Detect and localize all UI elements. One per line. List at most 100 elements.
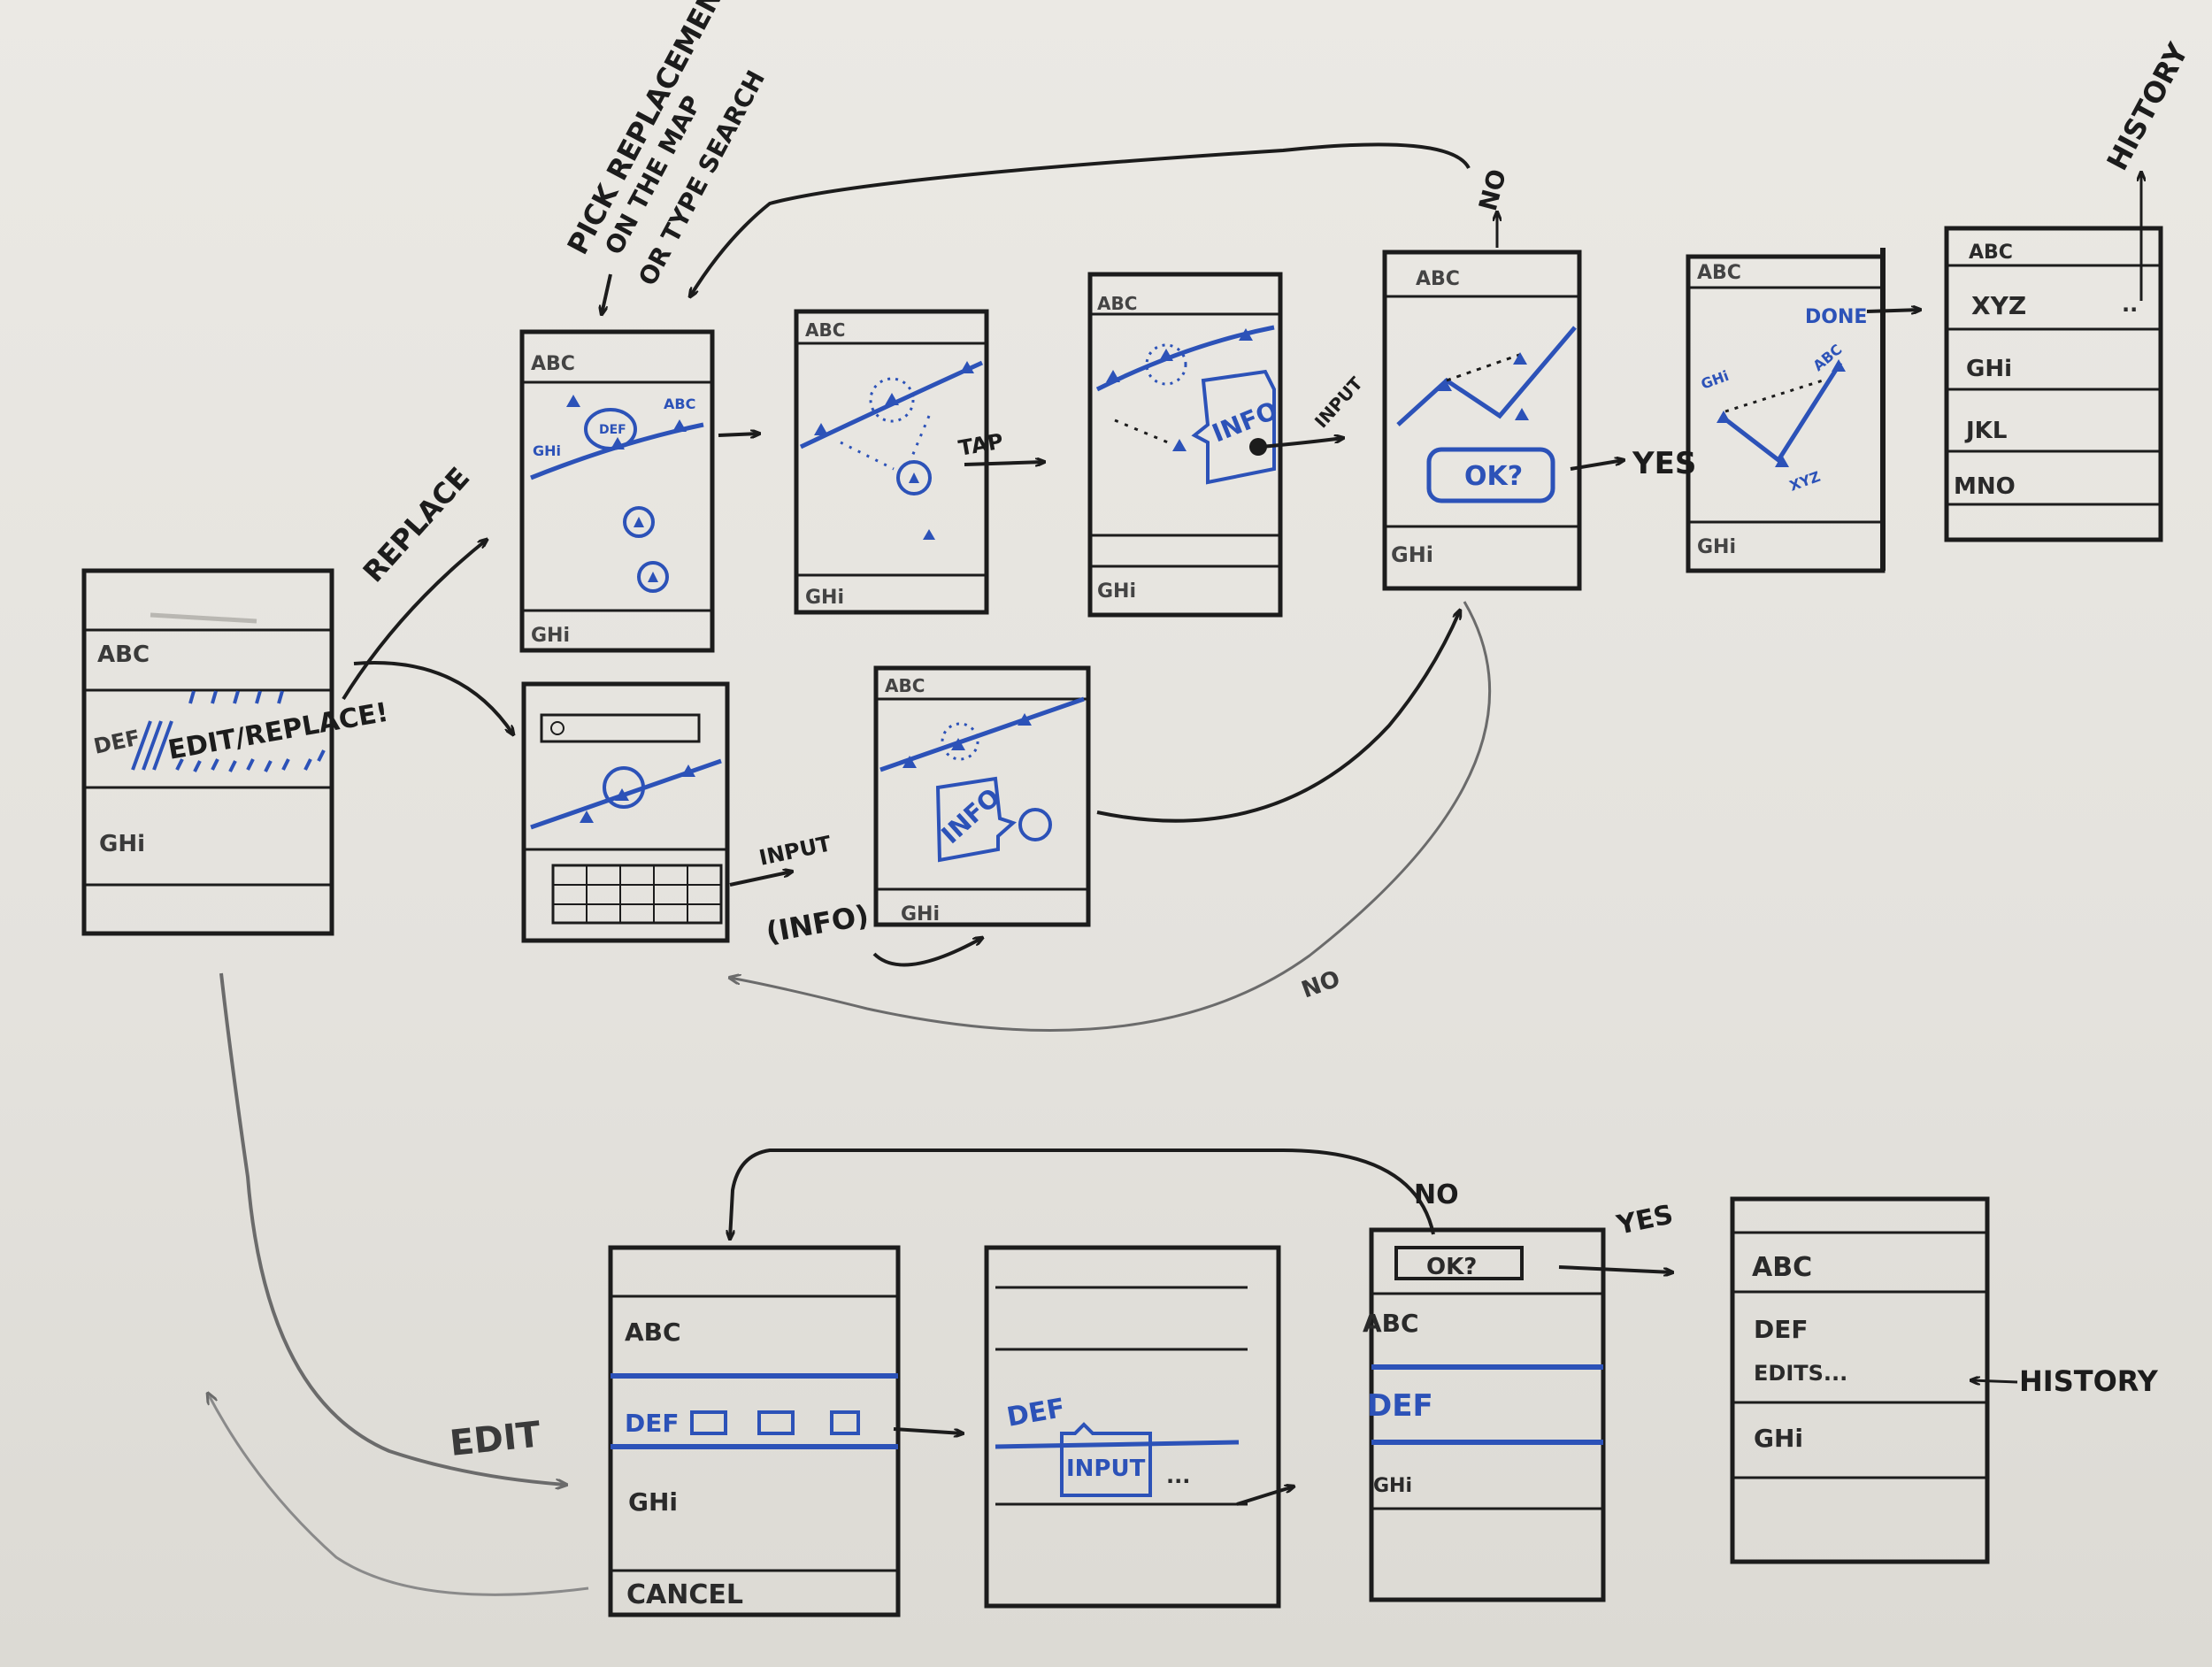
label-no-bottom: NO — [1414, 1179, 1459, 1210]
annotation-pick-replacement: PICK REPLACEMENT ON THE MAP OR TYPE SEAR… — [561, 0, 771, 314]
screen-frame — [794, 309, 989, 615]
bottom-label: GHi — [1391, 542, 1433, 567]
label-replace: REPLACE — [357, 461, 477, 589]
label-input-lower: INPUT — [757, 831, 833, 871]
list-item: GHi — [1966, 356, 2012, 382]
screen-frame — [521, 681, 730, 943]
arrow-no-back — [690, 142, 1471, 296]
arrow-no-mid — [730, 601, 1492, 1032]
screen-frame — [1369, 1227, 1606, 1602]
bottom-label: GHi — [805, 587, 844, 609]
screen-map2: ABC GHi — [794, 309, 989, 615]
top-label: ABC — [1697, 262, 1741, 284]
label-yes-top: YES — [1632, 446, 1696, 481]
info-bubble: INFO — [936, 782, 1006, 849]
arrow-replace — [342, 540, 487, 701]
cancel-button[interactable]: CANCEL — [626, 1579, 743, 1610]
edit-replace-note: EDIT/REPLACE! — [165, 697, 390, 766]
stop-label: ABC — [664, 396, 695, 412]
edit-field[interactable] — [690, 1410, 727, 1435]
bottom-label: GHi — [1097, 580, 1136, 603]
stop-label: GHi — [1699, 367, 1732, 393]
search-icon — [550, 721, 565, 735]
label-yes-bottom: YES — [1613, 1199, 1676, 1241]
screen-frame — [608, 1245, 901, 1617]
search-input[interactable] — [540, 713, 701, 743]
screen-map1: ABC GHi DEF GHi ABC — [519, 329, 715, 653]
list-item: GHi — [1373, 1475, 1412, 1497]
info-bubble: INFO — [1208, 396, 1282, 448]
top-label: ABC — [1097, 293, 1137, 314]
screen-frame — [519, 329, 715, 653]
bottom-label: GHi — [1697, 536, 1736, 558]
label-info-paren: (INFO) — [764, 898, 872, 949]
screen-list-final: ABC XYZ GHi JKL MNO .. — [1944, 173, 2163, 542]
label-no-top: NO — [1473, 166, 1512, 214]
label-input-upper: INPUT — [1310, 373, 1367, 432]
screen-edit3: OK? ABC DEF GHi — [1363, 1227, 1606, 1602]
screen-frame — [81, 568, 334, 936]
screen-frame — [873, 665, 1091, 927]
top-label: ABC — [531, 353, 575, 375]
arrow-no-bottom — [730, 1148, 1435, 1239]
screen-frame — [1686, 254, 1886, 573]
bottom-label: GHi — [901, 903, 940, 926]
arrow-info-to-confirm — [1096, 611, 1460, 823]
ok-prompt: OK? — [1426, 1254, 1477, 1280]
list-item-selected: DEF — [1367, 1388, 1433, 1424]
arrow-edit — [219, 972, 566, 1485]
list-item: ABC — [1752, 1252, 1812, 1283]
input-popover[interactable] — [1060, 1422, 1152, 1497]
more-dots: ... — [1166, 1463, 1190, 1488]
ok-dialog[interactable] — [1394, 1246, 1524, 1280]
arrow-cancel-back — [208, 1394, 589, 1596]
list-item-edits[interactable]: EDITS... — [1754, 1361, 1847, 1386]
screen-search — [521, 681, 730, 943]
screen-frame — [984, 1245, 1281, 1609]
done-button[interactable]: DONE — [1805, 306, 1867, 328]
list-item: ABC — [625, 1317, 681, 1347]
screen-done-map: ABC GHi DONE GHi ABC XYZ — [1686, 248, 1886, 573]
list-item: GHi — [628, 1487, 678, 1517]
screen-start: ABC DEF EDIT/REPLACE! GHi — [81, 568, 391, 936]
edit-field[interactable] — [757, 1410, 795, 1435]
label-history-bottom: HISTORY — [2019, 1364, 2159, 1398]
list-item: ABC — [1969, 242, 2013, 264]
stop-label: GHi — [533, 442, 561, 459]
stop-label: XYZ — [1787, 468, 1823, 495]
input-label: INPUT — [1066, 1456, 1146, 1482]
list-item: DEF — [1754, 1315, 1809, 1344]
ok-prompt: OK? — [1464, 461, 1523, 492]
stop-label: DEF — [599, 423, 626, 437]
more-dots: .. — [2122, 292, 2138, 317]
row-label-selected: DEF — [91, 726, 142, 759]
screen-confirm: ABC GHi OK? — [1382, 250, 1582, 591]
label-tap: TAP — [956, 429, 1005, 461]
list-item: GHi — [1754, 1424, 1803, 1453]
edit-field[interactable] — [830, 1410, 860, 1435]
row-label: GHi — [99, 831, 145, 857]
screen-edit2: DEF INPUT ... — [984, 1245, 1281, 1609]
top-label: ABC — [885, 675, 925, 696]
list-item-selected: DEF — [1004, 1393, 1067, 1433]
arrow-to-search — [353, 661, 513, 734]
top-label: ABC — [805, 319, 845, 341]
screen-edit4: ABC DEF EDITS... GHi — [1730, 1196, 1990, 1564]
keyboard[interactable] — [551, 864, 723, 925]
label-history-top: HISTORY — [2101, 37, 2196, 176]
row-label: ABC — [97, 641, 150, 668]
top-label: ABC — [1416, 268, 1460, 290]
label-no-mid: NO — [1298, 965, 1343, 1003]
list-item: MNO — [1954, 473, 2016, 500]
list-item: JKL — [1964, 418, 2007, 444]
label-edit: EDIT — [448, 1414, 543, 1464]
screen-map3: ABC GHi INFO — [1087, 272, 1283, 618]
screen-frame — [1382, 250, 1582, 591]
screen-edit1: ABC DEF GHi CANCEL — [608, 1245, 901, 1617]
screen-info-map: ABC GHi INFO — [873, 665, 1091, 927]
bottom-label: GHi — [531, 625, 570, 647]
list-item: XYZ — [1971, 291, 2026, 320]
list-item-selected: DEF — [625, 1409, 680, 1438]
